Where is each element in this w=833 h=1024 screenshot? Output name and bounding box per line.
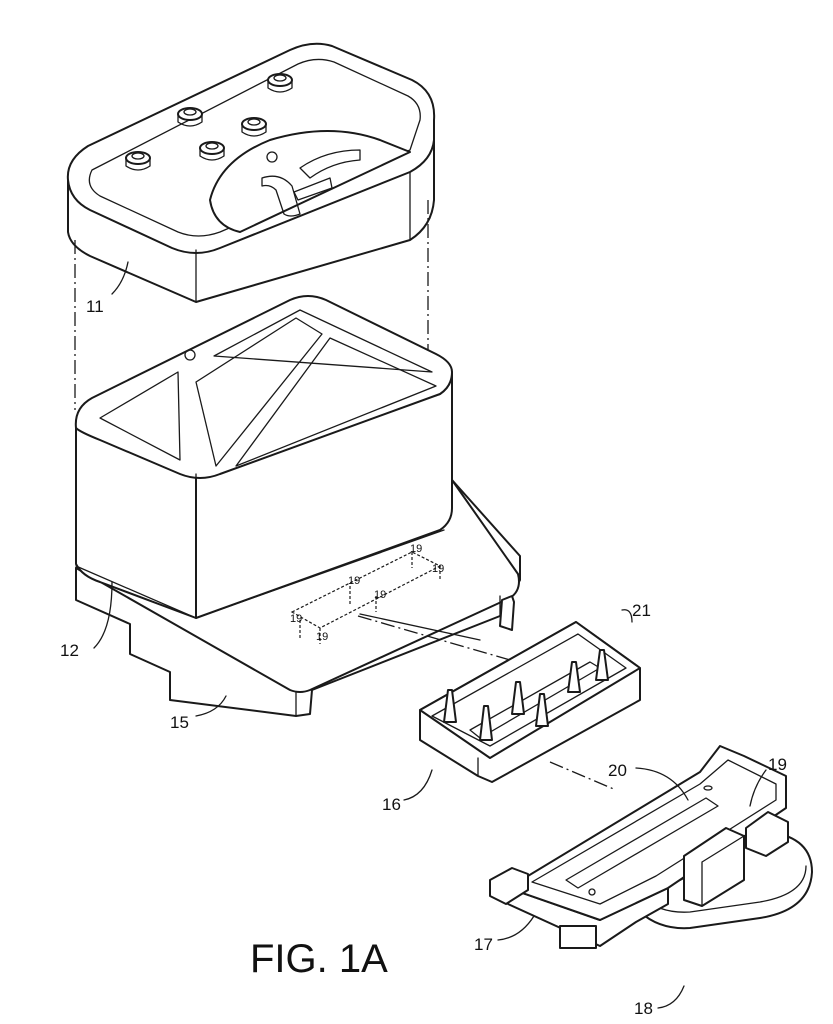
label-lid: 11 bbox=[86, 297, 104, 316]
lid-knobs bbox=[125, 73, 293, 171]
label-container: 12 bbox=[60, 641, 79, 660]
lid-part bbox=[66, 42, 436, 303]
leader-lines bbox=[93, 261, 767, 1009]
label-insert-tray: 16 bbox=[382, 795, 401, 814]
logo-mark bbox=[261, 149, 361, 217]
label-cartridge: 21 bbox=[632, 601, 651, 620]
label-pin-2: 19 bbox=[316, 631, 328, 643]
figure-caption: FIG. 1A bbox=[250, 937, 388, 981]
label-pin-1: 19 bbox=[290, 613, 302, 625]
label-channel: 20 bbox=[608, 761, 627, 780]
label-pin-6: 19 bbox=[432, 563, 444, 575]
holder-part bbox=[489, 745, 813, 949]
cartridge-cones bbox=[443, 649, 609, 741]
container-part bbox=[74, 295, 453, 619]
label-holder: 17 bbox=[474, 935, 493, 954]
label-base-plate: 15 bbox=[170, 713, 189, 732]
label-handle-tab: 18 bbox=[634, 999, 653, 1018]
insert-tray-part bbox=[419, 621, 641, 783]
label-pin-3: 19 bbox=[348, 575, 360, 587]
hidden-pins bbox=[290, 551, 442, 644]
reference-labels: 11 12 15 16 17 18 19 20 21 19 19 19 19 1… bbox=[60, 297, 787, 1018]
label-pin-5: 19 bbox=[410, 543, 422, 555]
label-pin-4: 19 bbox=[374, 589, 386, 601]
label-slot-wall: 19 bbox=[768, 755, 787, 774]
